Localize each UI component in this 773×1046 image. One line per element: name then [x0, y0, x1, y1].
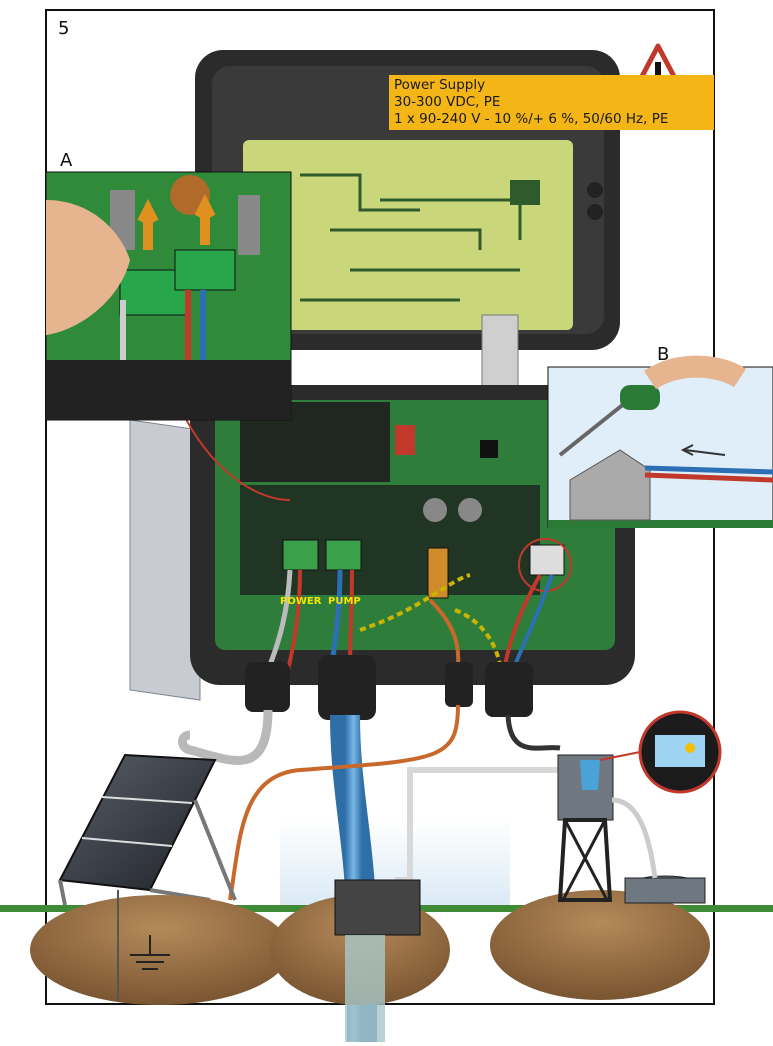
inset-a-terminal-detail: [45, 171, 292, 421]
terminal-label-pump: PUMP: [328, 596, 361, 607]
sensor-cable: [505, 714, 561, 751]
callout-label-a: A: [60, 150, 73, 171]
earth-cable: [228, 704, 460, 901]
terminal-label-power: POWER: [280, 596, 322, 607]
power-supply-dc-spec: 30-300 VDC, PE: [394, 94, 501, 110]
controller-enclosure: [174, 385, 635, 685]
earth-ground-icon: [117, 890, 170, 1000]
well-casing: [334, 879, 421, 1042]
inset-b-wiring-detail: [547, 355, 773, 528]
step-number: 5: [58, 18, 70, 39]
power-supply-ac-spec: 1 x 90-240 V - 10 %/+ 6 %, 50/60 Hz, PE: [394, 111, 669, 127]
callout-label-b: B: [657, 344, 670, 365]
wall-bracket: [129, 419, 201, 701]
solar-cable: [178, 709, 273, 765]
water-level-sensor-inset: [599, 710, 722, 794]
cable-glands: [245, 655, 533, 720]
solar-panel: [58, 753, 237, 906]
power-supply-warning-box: Power Supply 30-300 VDC, PE 1 x 90-240 V…: [389, 75, 714, 130]
water-tank-tower: [557, 754, 706, 904]
power-supply-title: Power Supply: [394, 77, 486, 93]
ground-soil: [0, 890, 773, 1005]
